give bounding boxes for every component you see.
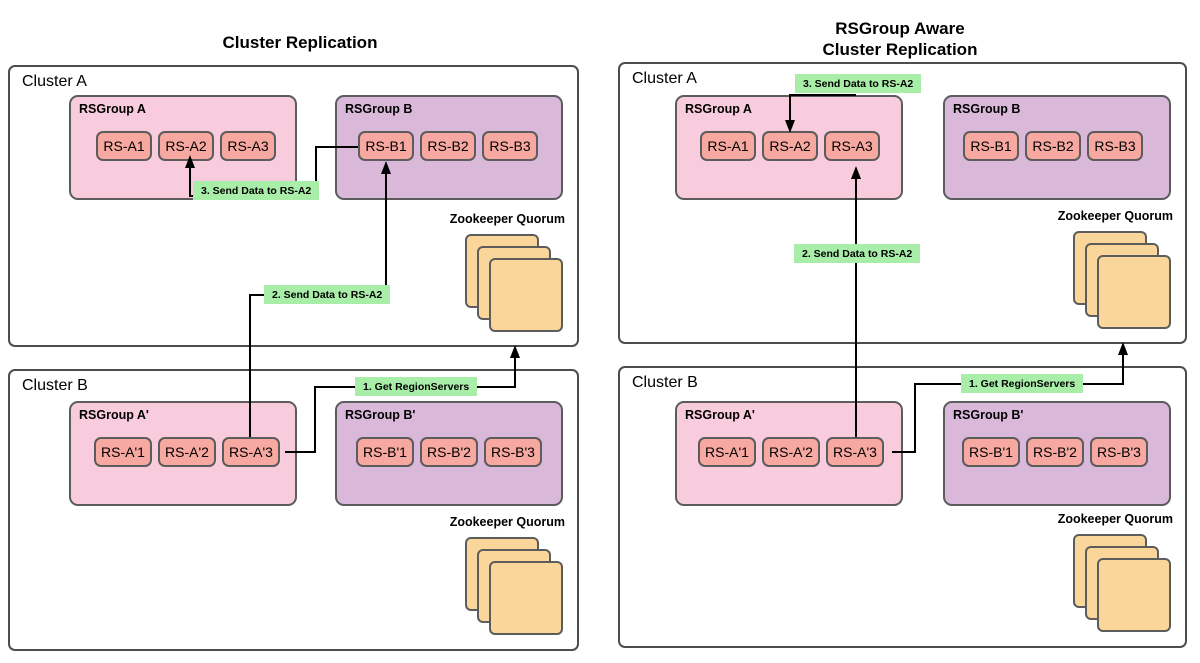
left-cluster-a-rsgroup-a-label: RSGroup A [79, 102, 146, 116]
regionserver-box[interactable]: RS-B1 [358, 131, 414, 161]
regionserver-box[interactable]: RS-B3 [1087, 131, 1143, 161]
regionserver-box[interactable]: RS-B2 [420, 131, 476, 161]
regionserver-box[interactable]: RS-B'2 [420, 437, 478, 467]
zookeeper-quorum-label: Zookeeper Quorum [1057, 209, 1173, 223]
right-step-3-note: 3. Send Data to RS-A2 [795, 74, 922, 93]
regionserver-box[interactable]: RS-B3 [482, 131, 538, 161]
left-cluster-a-rsgroup-a-servers: RS-A1 RS-A2 RS-A3 [96, 131, 276, 161]
regionserver-box[interactable]: RS-A'1 [94, 437, 152, 467]
regionserver-box[interactable]: RS-B'1 [962, 437, 1020, 467]
left-cluster-a-zookeeper: Zookeeper Quorum [440, 212, 565, 342]
left-cluster-a-label: Cluster A [22, 73, 87, 90]
right-cluster-b-rsgroup-a-label: RSGroup A' [685, 408, 755, 422]
regionserver-box[interactable]: RS-A'2 [158, 437, 216, 467]
regionserver-box[interactable]: RS-A'3 [826, 437, 884, 467]
right-cluster-b-label: Cluster B [632, 374, 698, 391]
regionserver-box[interactable]: RS-B1 [963, 131, 1019, 161]
right-cluster-a-label: Cluster A [632, 70, 697, 87]
left-panel-title: Cluster Replication [222, 33, 378, 52]
right-cluster-b-zookeeper: Zookeeper Quorum [1048, 512, 1173, 642]
regionserver-box[interactable]: RS-B'1 [356, 437, 414, 467]
right-cluster-b-rsgroup-b-label: RSGroup B' [953, 408, 1024, 422]
right-diagram-panel: RSGroup Aware Cluster Replication Cluste… [600, 0, 1200, 663]
regionserver-box[interactable]: RS-B'3 [484, 437, 542, 467]
left-diagram-panel: Cluster Replication Cluster A RSGroup A … [8, 33, 579, 651]
regionserver-box[interactable]: RS-B'3 [1090, 437, 1148, 467]
right-cluster-a-rsgroup-b-label: RSGroup B [953, 102, 1021, 116]
regionserver-box[interactable]: RS-A1 [700, 131, 756, 161]
regionserver-box[interactable]: RS-A3 [824, 131, 880, 161]
left-cluster-b-rsgroup-a-label: RSGroup A' [79, 408, 149, 422]
regionserver-box[interactable]: RS-A3 [220, 131, 276, 161]
regionserver-box[interactable]: RS-A'1 [698, 437, 756, 467]
regionserver-box[interactable]: RS-A2 [158, 131, 214, 161]
regionserver-box[interactable]: RS-B'2 [1026, 437, 1084, 467]
regionserver-box[interactable]: RS-A'3 [222, 437, 280, 467]
right-cluster-a-zookeeper: Zookeeper Quorum [1048, 209, 1173, 339]
left-cluster-b-rsgroup-a-servers: RS-A'1 RS-A'2 RS-A'3 [94, 437, 280, 467]
zookeeper-node-card [489, 258, 563, 332]
left-cluster-b-zookeeper: Zookeeper Quorum [440, 515, 565, 645]
right-step-2-note: 2. Send Data to RS-A2 [794, 244, 921, 263]
regionserver-box[interactable]: RS-A'2 [762, 437, 820, 467]
zookeeper-quorum-label: Zookeeper Quorum [449, 515, 565, 529]
regionserver-box[interactable]: RS-A1 [96, 131, 152, 161]
left-cluster-b-rsgroup-b-servers: RS-B'1 RS-B'2 RS-B'3 [356, 437, 542, 467]
right-cluster-b-rsgroup-b-servers: RS-B'1 RS-B'2 RS-B'3 [962, 437, 1148, 467]
left-cluster-a-rsgroup-b-label: RSGroup B [345, 102, 413, 116]
zookeeper-quorum-label: Zookeeper Quorum [1057, 512, 1173, 526]
right-cluster-b-rsgroup-a-servers: RS-A'1 RS-A'2 RS-A'3 [698, 437, 884, 467]
left-cluster-a-rsgroup-b-servers: RS-B1 RS-B2 RS-B3 [358, 131, 538, 161]
right-cluster-a-rsgroup-b-servers: RS-B1 RS-B2 RS-B3 [963, 131, 1143, 161]
right-panel-title: RSGroup Aware Cluster Replication [822, 19, 978, 59]
left-step-2-note: 2. Send Data to RS-A2 [264, 285, 391, 304]
zookeeper-node-card [1097, 255, 1171, 329]
left-cluster-b-label: Cluster B [22, 377, 88, 394]
right-cluster-a-rsgroup-a-servers: RS-A1 RS-A2 RS-A3 [700, 131, 880, 161]
right-step-1-note: 1. Get RegionServers [961, 374, 1084, 393]
left-step-1-note: 1. Get RegionServers [355, 377, 478, 396]
left-cluster-b-rsgroup-b-label: RSGroup B' [345, 408, 416, 422]
zookeeper-node-card [489, 561, 563, 635]
zookeeper-node-card [1097, 558, 1171, 632]
left-step-3-note: 3. Send Data to RS-A2 [193, 181, 320, 200]
regionserver-box[interactable]: RS-A2 [762, 131, 818, 161]
right-cluster-a-rsgroup-a-label: RSGroup A [685, 102, 752, 116]
zookeeper-quorum-label: Zookeeper Quorum [449, 212, 565, 226]
right-cluster-a-box [618, 62, 1187, 344]
regionserver-box[interactable]: RS-B2 [1025, 131, 1081, 161]
